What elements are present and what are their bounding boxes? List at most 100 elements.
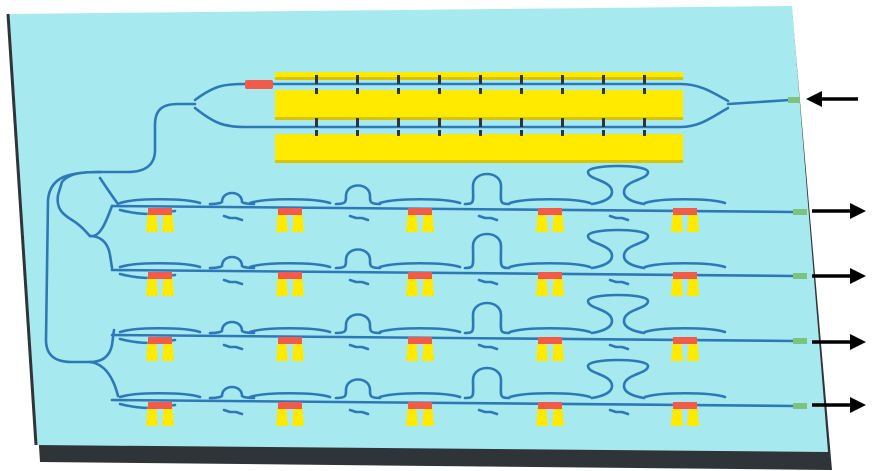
bypass-segment [222, 343, 244, 351]
heater-pad [687, 404, 699, 426]
heater-arm [378, 326, 462, 334]
heater-element [673, 208, 697, 215]
heater-arm [248, 326, 332, 334]
electrode-finger [479, 130, 482, 136]
waveguide-network [44, 102, 197, 398]
electrode-finger [397, 88, 400, 94]
electrode-finger [643, 130, 646, 136]
bypass-segment [477, 214, 499, 222]
bypass-segment [222, 278, 244, 286]
electrode-finger [479, 118, 482, 127]
delay-row [110, 228, 807, 296]
arrow-head [850, 334, 866, 350]
heater-element [148, 402, 172, 409]
modulator-arm-top [193, 82, 730, 103]
heater-pad [406, 210, 418, 232]
heater-arm [508, 197, 592, 205]
heater-pad [146, 339, 158, 361]
electrode-finger [643, 88, 646, 94]
heater-element [278, 337, 302, 344]
bypass-segment [608, 343, 630, 351]
delay-loop [586, 164, 650, 206]
electrode-finger [438, 130, 441, 136]
delay-loop [208, 385, 256, 400]
electrode-finger [315, 75, 318, 84]
delay-loop [334, 184, 382, 206]
heater-pad [422, 274, 434, 296]
electrode-finger [356, 118, 359, 127]
heater-arm [378, 197, 462, 205]
heater-pad [146, 210, 158, 232]
delay-loop [334, 378, 382, 400]
modulator-arm-bottom [193, 106, 730, 129]
heater-pad [162, 339, 174, 361]
delay-loop [334, 313, 382, 335]
heater-pad [536, 404, 548, 426]
input-coupler [788, 97, 800, 103]
heater-arm [118, 261, 202, 269]
bypass-segment [348, 343, 370, 351]
branch-to-row1 [98, 176, 120, 206]
heater-element [673, 272, 697, 279]
heater-pad [422, 404, 434, 426]
heater-element [278, 272, 302, 279]
heater-pad [687, 339, 699, 361]
heater-pad [552, 274, 564, 296]
delay-row [110, 164, 807, 232]
heater-pad [671, 274, 683, 296]
heater-pad [536, 210, 548, 232]
heater-pad [552, 210, 564, 232]
delay-loop [463, 301, 511, 335]
output-coupler [793, 273, 807, 279]
electrode-finger [602, 130, 605, 136]
heater-pad [162, 210, 174, 232]
heater-element [538, 272, 562, 279]
delay-loop [463, 232, 511, 270]
heater-pad [671, 210, 683, 232]
heater-element [148, 337, 172, 344]
arrow-head [850, 203, 866, 219]
left-arrow-icon [806, 91, 858, 107]
heater-arm [643, 391, 727, 399]
delay-line-rows [110, 164, 807, 426]
branch-to-row4 [88, 360, 120, 398]
electrode-finger [397, 75, 400, 84]
heater-element [408, 272, 432, 279]
delay-loop [208, 320, 256, 335]
heater-arm [248, 197, 332, 205]
heater-arm [118, 197, 202, 205]
bypass-segment [608, 408, 630, 416]
heater-arm [248, 261, 332, 269]
heater-pad [687, 210, 699, 232]
heater-element [148, 272, 172, 279]
arrow-head [850, 397, 866, 413]
electrode-finger [561, 118, 564, 127]
bypass-segment [477, 278, 499, 286]
bypass-segment [477, 408, 499, 416]
heater-pad [536, 339, 548, 361]
heater-arm [508, 326, 592, 334]
bypass-segment [608, 214, 630, 222]
heater-pad [422, 339, 434, 361]
right-arrow-icon [812, 268, 866, 284]
bypass-segment [477, 343, 499, 351]
delay-row [110, 293, 807, 361]
split-mid [70, 218, 92, 238]
heater-pad [162, 274, 174, 296]
heater-arm [378, 391, 462, 399]
heater-pad [687, 274, 699, 296]
electrode-finger [356, 130, 359, 136]
delay-loop [463, 366, 511, 400]
arrow-head [850, 268, 866, 284]
electrode-finger [315, 118, 318, 127]
electrode-finger [438, 88, 441, 94]
electrode-finger [356, 88, 359, 94]
delay-loop [208, 191, 256, 206]
heater-element [673, 337, 697, 344]
heater-pad [276, 404, 288, 426]
electrode-finger [643, 118, 646, 127]
heater-arm [643, 326, 727, 334]
delay-loop [334, 248, 382, 270]
delay-row [110, 358, 807, 426]
